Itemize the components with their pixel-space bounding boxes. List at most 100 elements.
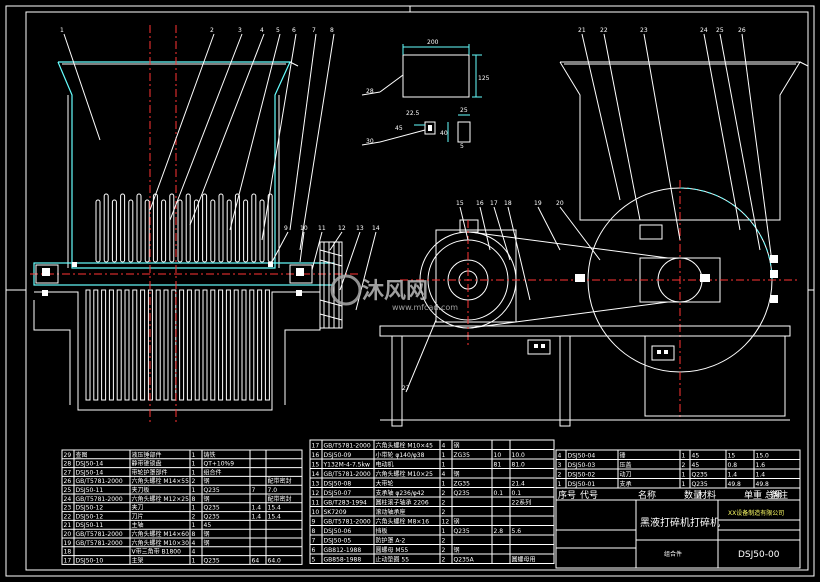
table-cell: 1.4 [252, 513, 262, 520]
balloon-label: 16 [476, 200, 484, 207]
table-cell: 1.4 [756, 472, 766, 479]
table-cell: 钢 [454, 442, 460, 450]
table-cell: 24 [64, 496, 72, 503]
comb-plate [103, 193, 109, 263]
bom-mid-border [309, 439, 555, 564]
table-cell: 49.8 [756, 481, 770, 488]
leader-line [507, 206, 531, 301]
table-cell: 1 [442, 528, 446, 535]
balloon-label: 6 [292, 27, 296, 34]
leader-line [169, 33, 243, 221]
inner-frame [25, 11, 809, 571]
comb-plate [177, 199, 183, 263]
comb-plate [152, 193, 158, 263]
table-cell: 7 [312, 538, 316, 545]
detail-balloon-28: 28 [361, 88, 381, 96]
rotor-plate [210, 289, 216, 401]
table-cell: 12 [312, 490, 320, 497]
leader-line [741, 33, 773, 263]
table-cell: SK7209 [324, 509, 347, 516]
bom-left-border [61, 449, 303, 565]
rotor-plate [218, 289, 224, 401]
table-cell: 防护罩 A-2 [376, 537, 406, 545]
table-cell: 4 [442, 471, 446, 478]
leader-line [311, 231, 323, 271]
table-cell: 64.0 [268, 557, 282, 564]
table-cell: 28 [64, 461, 72, 468]
table-cell: 夹刀 [132, 504, 144, 512]
table-cell: 1 [682, 481, 686, 488]
table-cell: ZG35 [454, 452, 471, 459]
table-cell: 27 [64, 469, 72, 476]
table-cell: 1 [192, 452, 196, 459]
bom-header-cell: 序号 [558, 489, 576, 501]
table-cell: 9 [312, 519, 316, 526]
table-cell: 18 [64, 549, 72, 556]
balloon-label: 30 [366, 138, 374, 145]
table-cell: V带三角带 B1800 [132, 548, 182, 556]
table-cell: 2.8 [494, 528, 504, 535]
leader-line [405, 319, 437, 393]
table-cell: 2 [558, 472, 562, 479]
table-cell: 45 [204, 522, 212, 529]
table-cell: GB/T283-1994 [324, 500, 368, 507]
table-cell: 11 [312, 500, 320, 507]
table-cell: 15.4 [268, 513, 282, 520]
comb-plate [161, 199, 167, 263]
table-cell: DSJ50-14 [76, 469, 104, 476]
leader-line [299, 231, 305, 263]
comb-plate [234, 193, 240, 263]
balloon-label: 28 [366, 88, 374, 95]
rotor-plate [85, 289, 91, 401]
table-cell: 配带密封 [268, 495, 292, 503]
balloon-label: 5 [276, 27, 280, 34]
table-cell: 81 [494, 462, 502, 469]
table-cell: QT+10%9 [204, 461, 235, 468]
table-cell: DSJ50-01 [568, 481, 596, 488]
table-cell: 2 [192, 513, 196, 520]
balloon-label: 1 [60, 27, 64, 34]
table-cell: GB/T5781-2000 [324, 443, 371, 450]
comb-plate [144, 199, 150, 263]
table-cell: 主轴 [132, 521, 144, 529]
table-cell: 15 [728, 453, 736, 460]
balloon-label: 3 [238, 27, 242, 34]
comb-plate [136, 193, 142, 263]
table-cell: GB/T5781-2000 [76, 496, 123, 503]
table-cell: DSJ50-06 [324, 528, 352, 535]
part-kind: 组合件 [664, 550, 682, 558]
comb-plate [243, 199, 249, 263]
balloon-label: 10 [300, 225, 308, 232]
table-cell: 查图 [76, 451, 88, 459]
table-cell: 锤 [620, 452, 626, 460]
table-cell: 6 [312, 547, 316, 554]
leader-line [459, 206, 469, 241]
table-cell: 29 [64, 452, 72, 459]
leader-line [63, 33, 101, 141]
rotor-plate [155, 289, 161, 401]
table-cell: 25 [64, 487, 72, 494]
table-cell: 2 [442, 490, 446, 497]
table-cell: 六角头螺栓 M14×60 [132, 530, 190, 538]
rotor-plate [140, 289, 146, 401]
table-cell: 1 [192, 487, 196, 494]
table-cell: GB/T5781-2000 [76, 531, 123, 538]
table-cell: 20 [64, 531, 72, 538]
table-cell: ZG35 [454, 481, 471, 488]
rotor-plate [179, 289, 185, 401]
table-cell: 45 [692, 462, 700, 469]
table-cell: Q235 [692, 472, 708, 479]
table-cell: 液压锤部件 [132, 451, 162, 459]
table-cell: Q235 [204, 513, 220, 520]
balloon-label: 13 [356, 225, 364, 232]
table-cell: 1 [442, 452, 446, 459]
leader-line [189, 33, 265, 226]
table-cell: 49.8 [728, 481, 742, 488]
table-cell: DSJ50-14 [76, 461, 104, 468]
table-cell: 7 [252, 487, 256, 494]
leader-line [537, 206, 561, 251]
table-cell: 5.6 [512, 528, 522, 535]
table-cell: DSJ50-03 [568, 462, 596, 469]
table-cell: 5 [312, 557, 316, 564]
